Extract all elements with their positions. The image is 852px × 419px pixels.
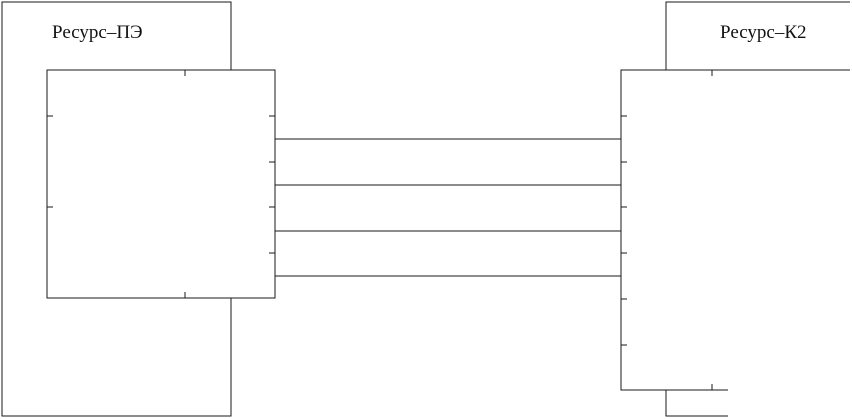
left-block-resurs-pe: Ресурс–ПЭ xyxy=(1,1,232,417)
right-outer-frame-top xyxy=(665,1,850,70)
right-module xyxy=(620,69,850,391)
left-outer-frame xyxy=(1,1,232,417)
left-module-frame xyxy=(46,69,276,299)
right-module-frame xyxy=(620,69,850,391)
connection-lines xyxy=(275,138,621,277)
left-block-title: Ресурс–ПЭ xyxy=(52,22,143,43)
right-block-resurs-k2: Ресурс–К2 xyxy=(665,1,850,417)
left-module xyxy=(46,69,276,299)
right-outer-frame-bottom xyxy=(665,390,728,417)
right-block-title: Ресурс–К2 xyxy=(720,22,807,43)
